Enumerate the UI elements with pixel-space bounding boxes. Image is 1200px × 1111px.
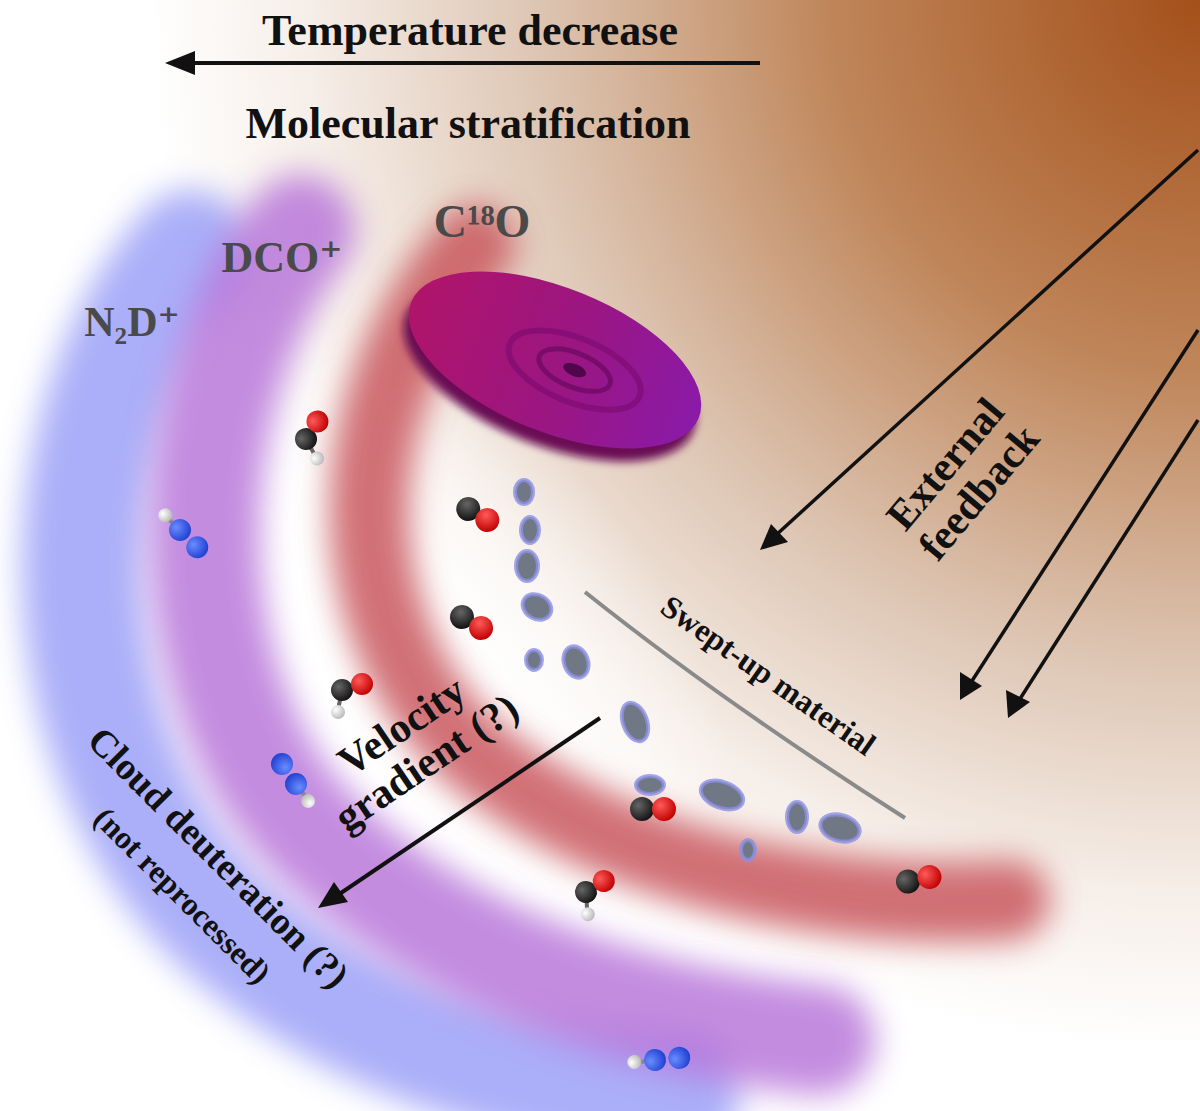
axis-label: Temperature decrease bbox=[150, 8, 790, 54]
tracer-label: N₂D⁺ bbox=[47, 300, 217, 344]
axis-label: Molecular stratification bbox=[138, 101, 798, 147]
tracer-label: DCO⁺ bbox=[192, 235, 372, 281]
tracer-label: C¹⁸O bbox=[402, 198, 562, 246]
